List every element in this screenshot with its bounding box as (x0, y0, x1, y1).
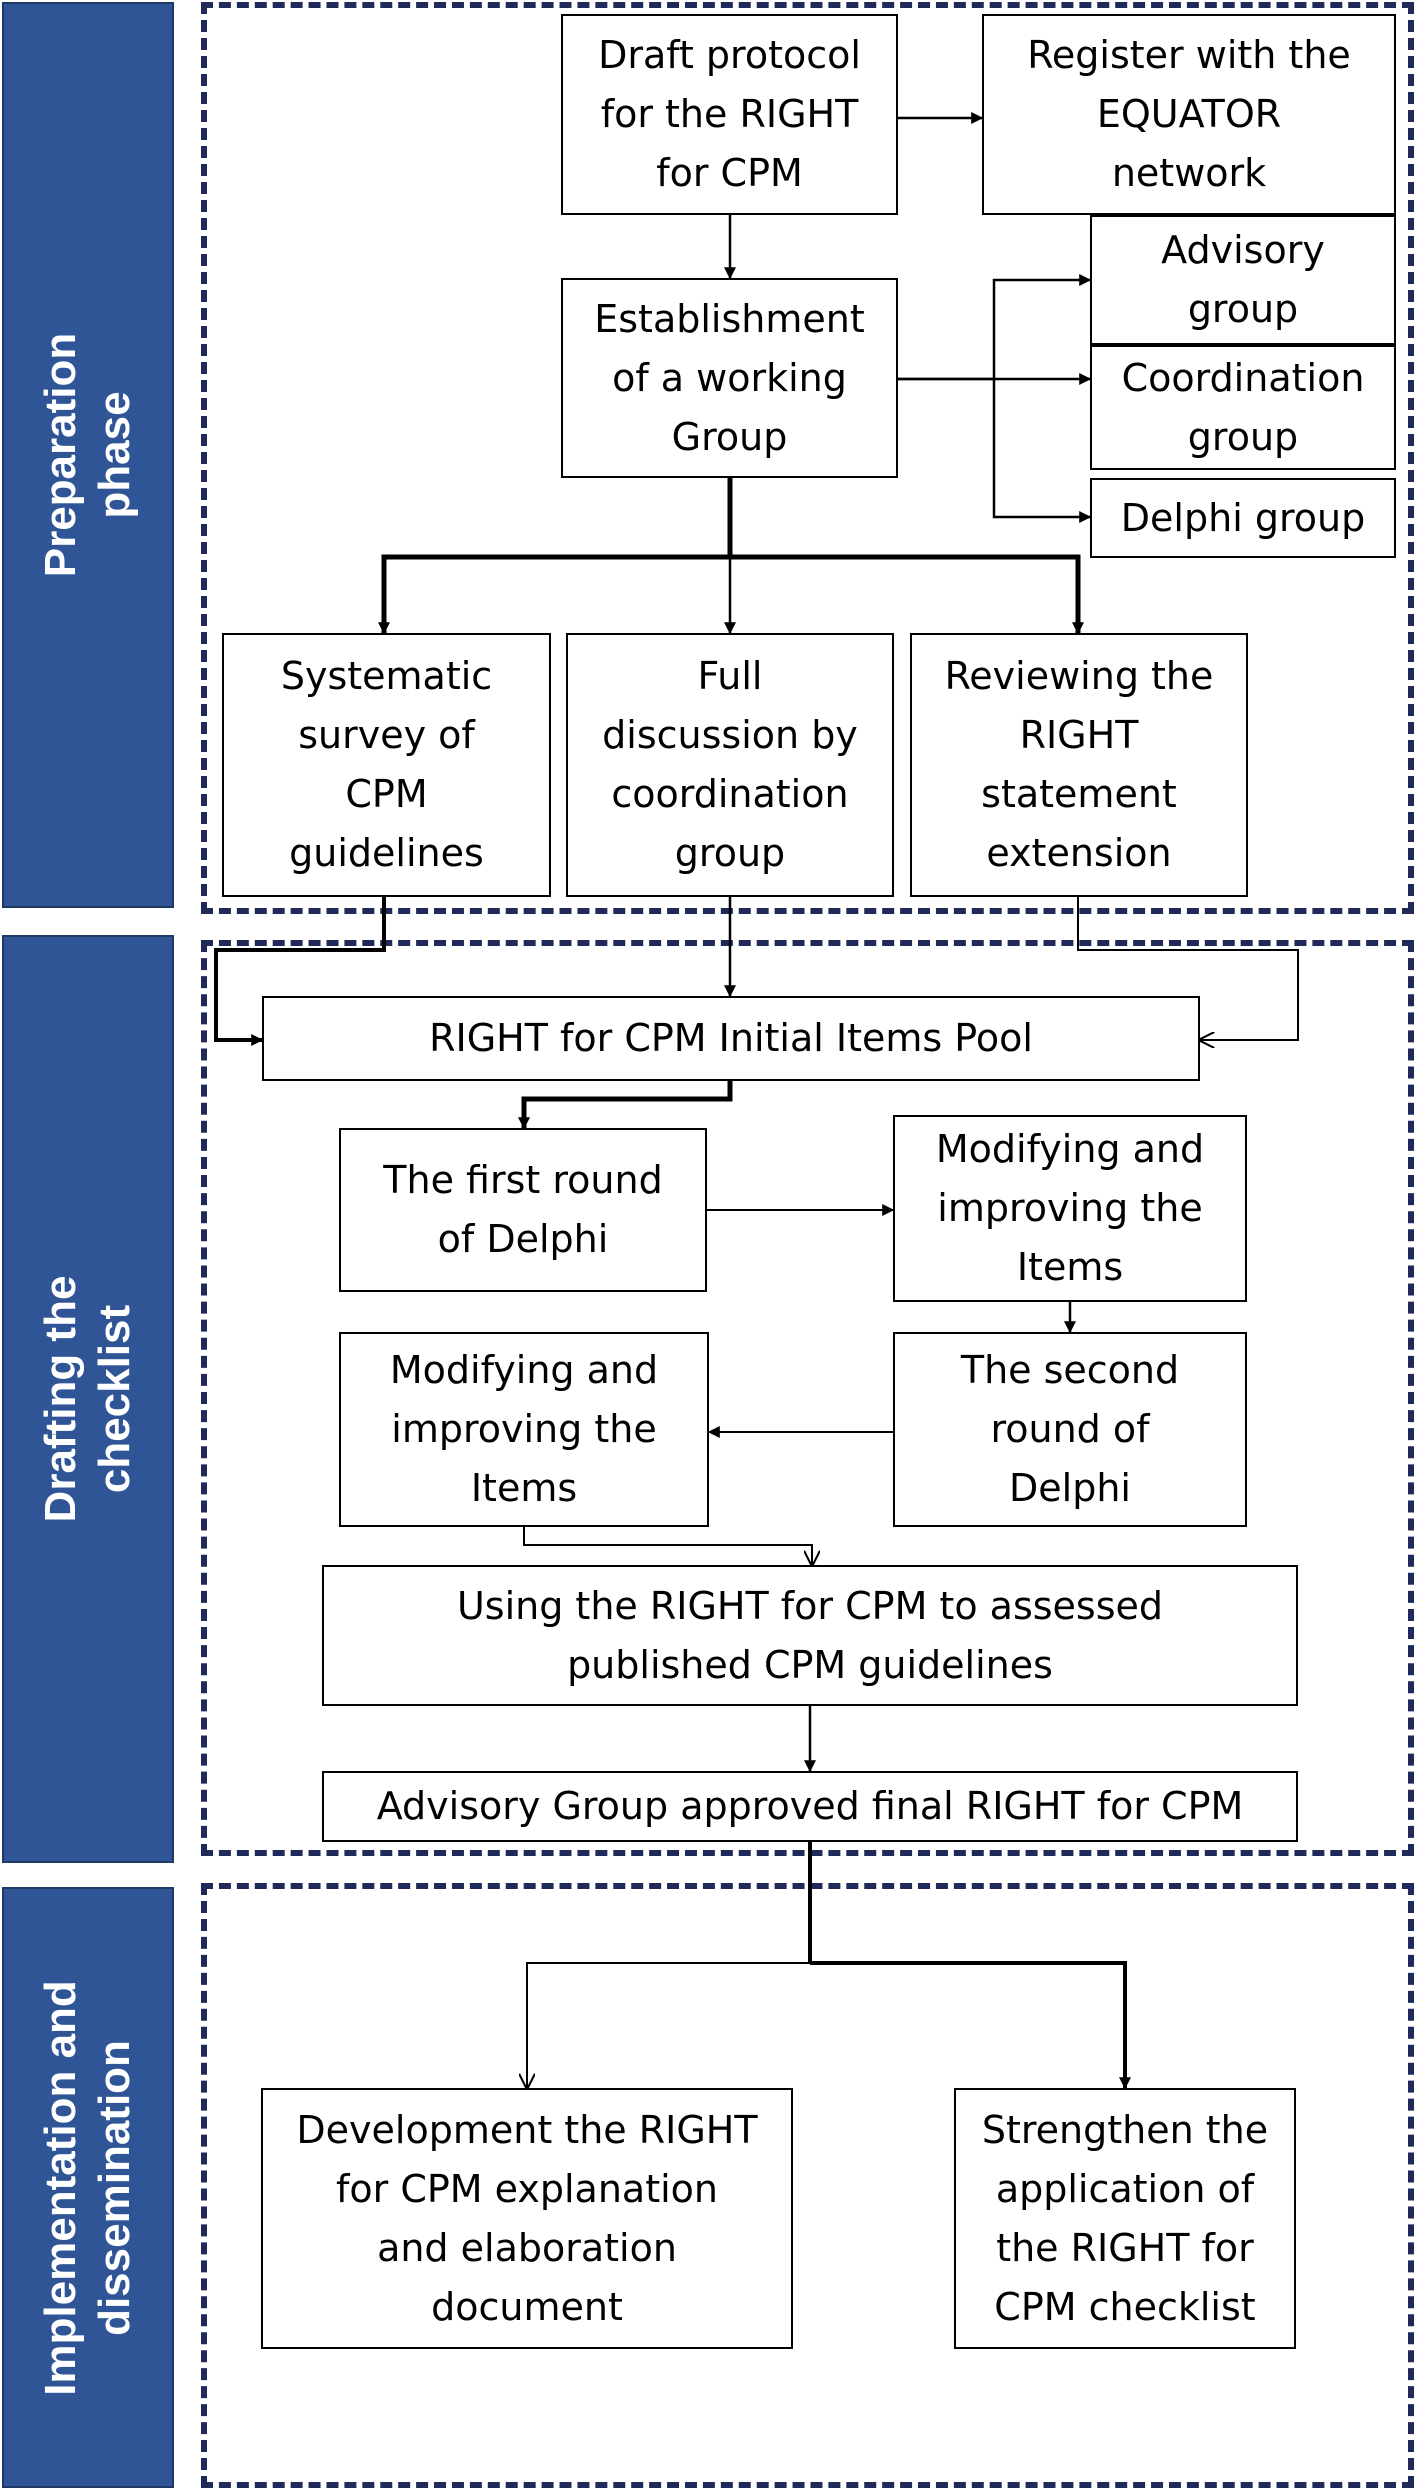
box-initial-items-pool: RIGHT for CPM Initial Items Pool (262, 996, 1200, 1081)
box-register-equator: Register with the EQUATOR network (982, 14, 1396, 215)
box-first-round-delphi: The first round of Delphi (339, 1128, 707, 1292)
box-strengthen-application: Strengthen the application of the RIGHT … (954, 2088, 1296, 2349)
arrow-modifying-2-to-using (523, 1527, 812, 1565)
box-coordination-group: Coordination group (1090, 345, 1396, 470)
box-establishment: Establishment of a working Group (561, 278, 898, 478)
arrow-approved-to-strengthen (810, 1961, 1131, 2090)
phase-frame-implementation (201, 1883, 1414, 2488)
phase-bar-preparation: Preparation phase (2, 2, 174, 908)
box-advisory-group: Advisory group (1090, 215, 1396, 345)
arrow-systematic-to-pool (214, 897, 386, 1046)
box-modifying-items-1: Modifying and improving the Items (893, 1115, 1247, 1302)
phase-bar-drafting: Drafting the checklist (2, 935, 174, 1863)
box-systematic-survey: Systematic survey of CPM guidelines (222, 633, 551, 897)
box-reviewing-right: Reviewing the RIGHT statement extension (910, 633, 1248, 897)
arrow-establishment-to-advisory (898, 274, 1092, 381)
box-advisory-approved: Advisory Group approved final RIGHT for … (322, 1771, 1298, 1842)
box-second-round-delphi: The second round of Delphi (893, 1332, 1247, 1527)
box-development-document: Development the RIGHT for CPM explanatio… (261, 2088, 793, 2349)
arrow-reviewing-to-pool (1077, 897, 1299, 1040)
arrow-establishment-to-reviewing (730, 554, 1084, 635)
box-delphi-group: Delphi group (1090, 478, 1396, 558)
arrow-establishment-to-delphi (992, 379, 1092, 523)
phase-bar-implementation: Implementation and dissemination (2, 1887, 174, 2488)
box-modifying-items-2: Modifying and improving the Items (339, 1332, 709, 1527)
arrow-approved-to-development (527, 1962, 810, 2088)
phase-frame-preparation (201, 2, 1414, 914)
box-draft-protocol: Draft protocol for the RIGHT for CPM (561, 14, 898, 215)
arrow-pool-to-first-round (518, 1081, 733, 1130)
box-using-right: Using the RIGHT for CPM to assessed publ… (322, 1565, 1298, 1706)
phase-frame-drafting (201, 940, 1414, 1856)
arrow-establishment-to-systematic (378, 478, 733, 635)
box-full-discussion: Full discussion by coordination group (566, 633, 894, 897)
